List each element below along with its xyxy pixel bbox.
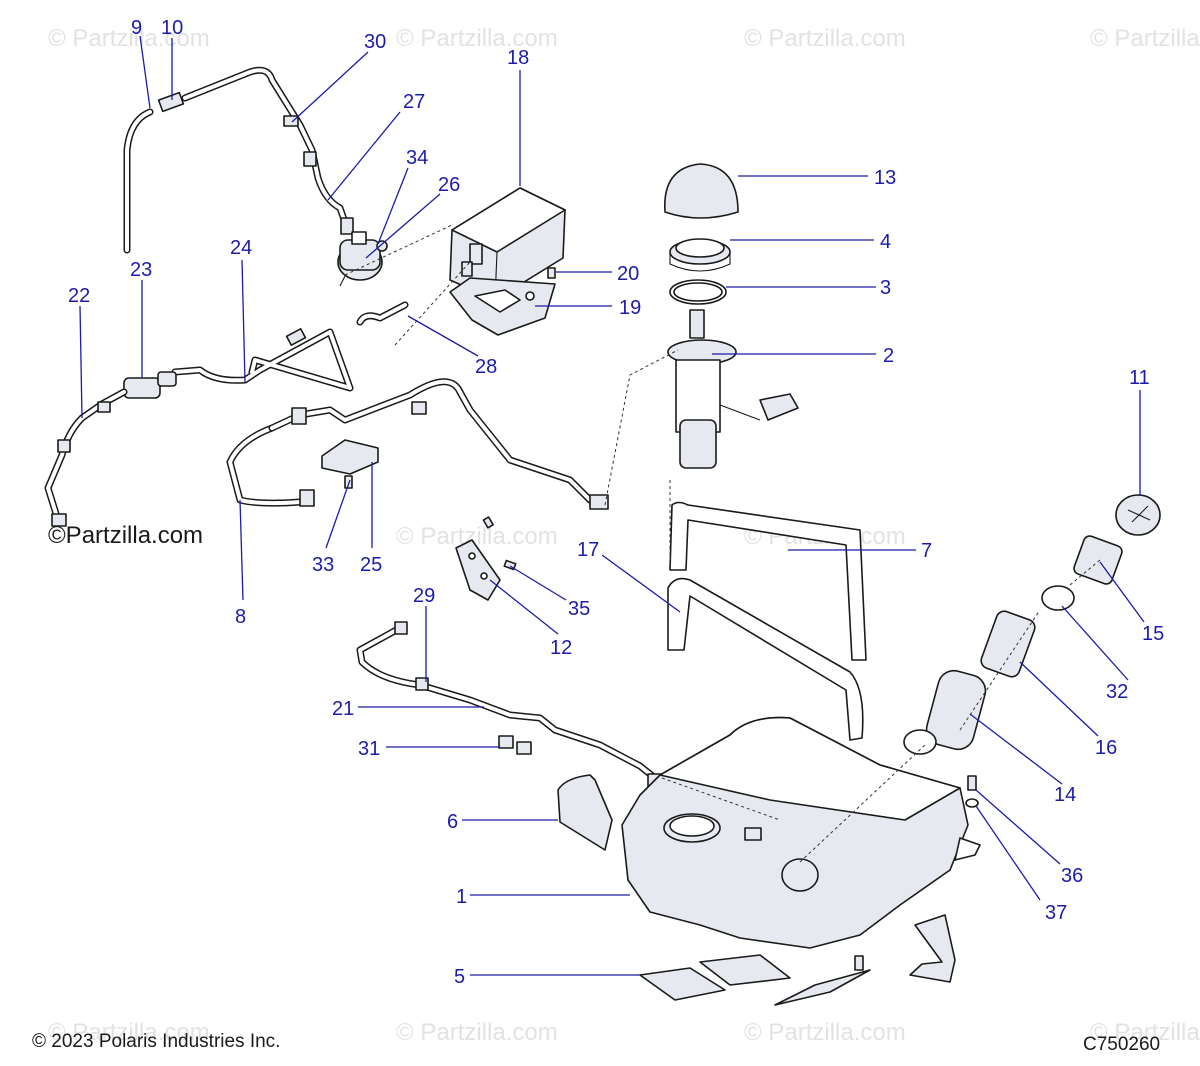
leader-lines (79, 35, 1145, 976)
screw-part-36 (967, 775, 977, 791)
clamp-part-14 (903, 729, 937, 755)
callout-1: 1 (456, 886, 467, 908)
callout-15: 15 (1142, 623, 1164, 645)
hose-part-22 (44, 388, 128, 527)
fuel-line-part-21 (356, 621, 664, 789)
bracket-part-12 (455, 539, 501, 601)
diagram-code: C750260 (1083, 1034, 1161, 1055)
callout-26: 26 (438, 174, 460, 196)
copyright-text: © 2023 Polaris Industries Inc. (32, 1031, 281, 1052)
callout-9: 9 (131, 17, 142, 39)
fuel-line-part-8 (226, 378, 609, 510)
watermark: © Partzilla.com (744, 25, 906, 52)
seal-part-3 (669, 279, 727, 305)
callout-14: 14 (1054, 784, 1076, 806)
callout-17: 17 (577, 539, 599, 561)
screw-part-33 (344, 475, 353, 489)
vent-hose-part-9 (123, 108, 154, 254)
callout-7: 7 (921, 540, 932, 562)
callout-33: 33 (312, 554, 334, 576)
callout-18: 18 (507, 47, 529, 69)
callout-5: 5 (454, 966, 465, 988)
clamp-part-32 (1041, 585, 1075, 611)
callout-19: 19 (619, 297, 641, 319)
filler-hose-part-14 (925, 669, 987, 751)
watermark: © Partzilla.com (48, 1019, 210, 1046)
watermark: © Partzilla.com (396, 1019, 558, 1046)
callout-24: 24 (230, 237, 252, 259)
filler-tube-part-16 (980, 610, 1036, 678)
watermark: © Partzilla.com (1090, 25, 1200, 52)
vapor-line-part-24 (171, 328, 354, 392)
watermark: © Partzilla.com (1090, 1019, 1200, 1046)
watermark: © Partzilla.com (396, 523, 558, 550)
callout-25: 25 (360, 554, 382, 576)
check-valve-part-10 (157, 91, 185, 113)
callout-numbers: 9 10 30 27 18 34 26 24 23 22 20 19 28 13… (68, 17, 1164, 988)
lock-ring-part-4 (669, 238, 731, 272)
callout-32: 32 (1106, 681, 1128, 703)
callout-23: 23 (130, 259, 152, 281)
callout-3: 3 (880, 277, 891, 299)
hose-part-28 (356, 301, 409, 326)
fuel-pump-part-2 (667, 309, 799, 469)
tank-strap-part-17 (667, 577, 864, 741)
callout-34: 34 (406, 147, 428, 169)
callout-11: 11 (1129, 367, 1150, 389)
screw-part-20 (547, 267, 556, 279)
callout-29: 29 (413, 585, 435, 607)
callout-20: 20 (617, 263, 639, 285)
callout-13: 13 (874, 167, 896, 189)
callout-12: 12 (550, 637, 572, 659)
washer-part-37 (965, 798, 979, 808)
callout-30: 30 (364, 31, 386, 53)
callout-27: 27 (403, 91, 425, 113)
callout-4: 4 (880, 231, 891, 253)
callout-6: 6 (447, 811, 458, 833)
callout-16: 16 (1095, 737, 1117, 759)
watermark: © Partzilla.com (744, 1019, 906, 1046)
callout-8: 8 (235, 606, 246, 628)
tank-pad-part-5 (639, 954, 871, 1006)
callout-28: 28 (475, 356, 497, 378)
watermark: © Partzilla.com (396, 25, 558, 52)
filler-neck-part-15 (1073, 535, 1123, 585)
tank-strap-part-7 (669, 501, 867, 661)
callout-2: 2 (883, 345, 894, 367)
bracket-part-5 (854, 914, 956, 983)
vent-line-part-30 (181, 66, 354, 235)
fuel-pump-cover-part-13 (664, 163, 739, 219)
rollover-valve-part-23 (123, 371, 177, 399)
watermark-layer: © Partzilla.com © Partzilla.com © Partzi… (48, 25, 1200, 1046)
partzilla-logo-text: ©Partzilla.com (48, 522, 204, 549)
watermark: © Partzilla.com (48, 25, 210, 52)
clip-part-25 (321, 439, 379, 475)
callout-21: 21 (332, 698, 354, 720)
fuel-tank-part-1 (621, 716, 981, 949)
callout-36: 36 (1061, 865, 1083, 887)
screw-part-unlabeled (482, 516, 494, 529)
filler-cap-part-11 (1115, 494, 1161, 536)
callout-37: 37 (1045, 902, 1067, 924)
clip-part-31 (498, 735, 532, 755)
charcoal-canister-part-18 (449, 187, 566, 301)
callout-10: 10 (161, 17, 183, 39)
callout-35: 35 (568, 598, 590, 620)
canister-bracket-part-19 (449, 277, 556, 336)
dashed-guides (344, 224, 1101, 863)
callout-31: 31 (358, 738, 380, 760)
callout-22: 22 (68, 285, 90, 307)
heat-shield-part-6 (557, 774, 613, 851)
